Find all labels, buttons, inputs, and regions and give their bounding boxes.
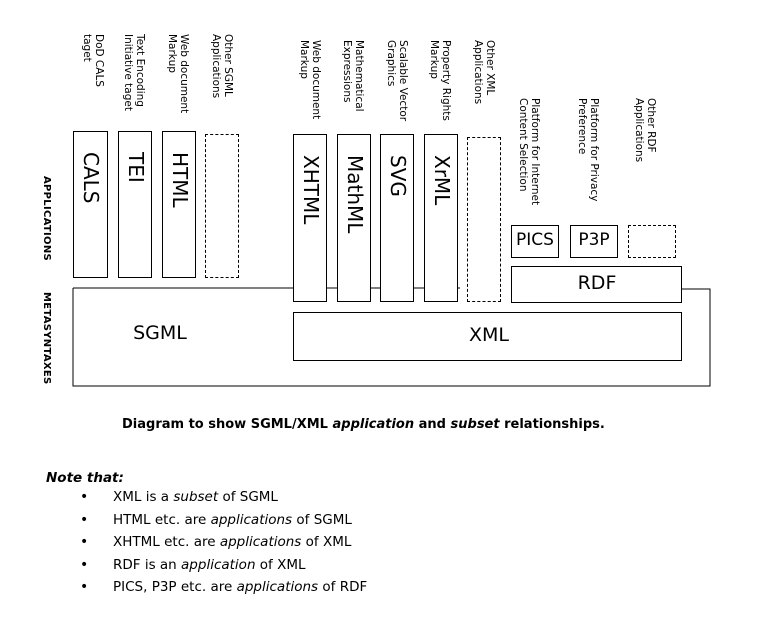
cals-description: DoD CALS taget — [81, 34, 105, 87]
p3p-box: P3P — [570, 225, 618, 258]
mathml-box: MathML — [337, 134, 371, 302]
other-xml-box — [467, 137, 501, 302]
note-item: RDF is an application of XML — [80, 557, 367, 580]
tei-label: TEI — [124, 152, 148, 183]
cals-label: CALS — [79, 152, 103, 204]
html-label: HTML — [168, 152, 192, 208]
note-item: XHTML etc. are applications of XML — [80, 534, 367, 557]
p3p-description: Platform for Privacy Preference — [576, 98, 600, 202]
xml-box: XML — [293, 312, 682, 361]
cals-box: CALS — [73, 131, 108, 278]
tei-description: Text Encoding Initiative taget — [122, 34, 146, 111]
diagram-caption: Diagram to show SGML/XML application and… — [122, 417, 605, 432]
pics-box: PICS — [511, 225, 559, 258]
xhtml-description: Web document Markup — [298, 40, 322, 120]
note-list: XML is a subset of SGML HTML etc. are ap… — [80, 489, 367, 602]
mathml-label: MathML — [343, 155, 367, 234]
html-box: HTML — [162, 131, 196, 278]
html-description: Web document Markup — [166, 34, 190, 114]
pics-label: PICS — [516, 230, 554, 250]
note-title: Note that: — [46, 470, 124, 486]
mathml-description: Mathematical Expressions — [341, 40, 365, 112]
xrml-description: Property Rights Markup — [428, 40, 452, 121]
xhtml-box: XHTML — [293, 134, 327, 302]
svg-description: Scalable Vector Graphics — [385, 40, 409, 122]
xhtml-label: XHTML — [299, 155, 323, 225]
other-rdf-description: Other RDF Applications — [633, 98, 657, 163]
svg-label: SVG — [386, 155, 410, 197]
rdf-label: RDF — [577, 272, 617, 294]
other-sgml-box — [205, 134, 239, 278]
note-item: HTML etc. are applications of SGML — [80, 512, 367, 535]
xrml-box: XrML — [424, 134, 458, 302]
sgml-label: SGML — [133, 322, 187, 344]
xml-label: XML — [469, 324, 509, 346]
applications-axis-label: APPLICATIONS — [41, 176, 52, 262]
note-item: XML is a subset of SGML — [80, 489, 367, 512]
svg-box: SVG — [380, 134, 414, 302]
other-rdf-box — [628, 225, 676, 258]
pics-description: Platform for Internet Content Selection — [517, 98, 541, 206]
p3p-label: P3P — [578, 230, 610, 250]
rdf-box: RDF — [511, 266, 682, 303]
other-sgml-description: Other SGML Applications — [210, 34, 234, 99]
metasyntaxes-axis-label: METASYNTAXES — [41, 292, 52, 385]
xrml-label: XrML — [430, 155, 454, 206]
other-xml-description: Other XML Applications — [472, 40, 496, 105]
tei-box: TEI — [118, 131, 152, 278]
note-item: PICS, P3P etc. are applications of RDF — [80, 579, 367, 602]
